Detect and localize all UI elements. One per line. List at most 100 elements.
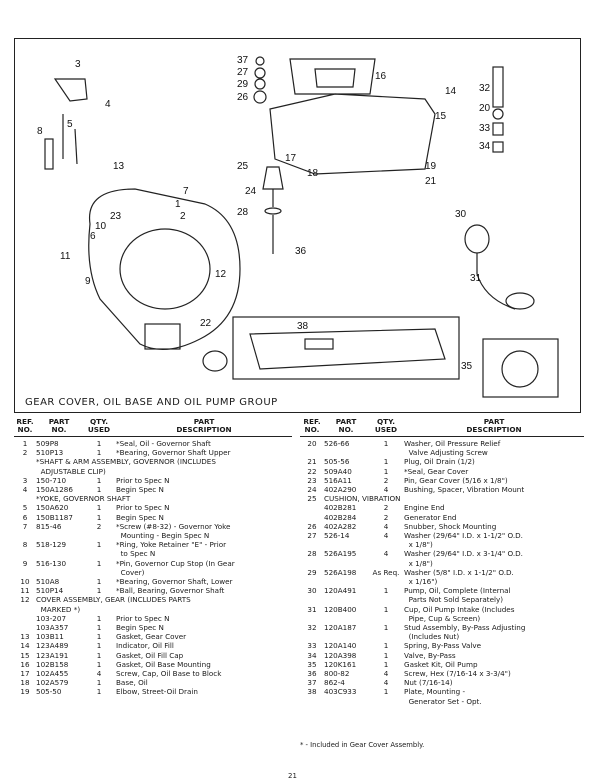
description-cell: Plug, Oil Drain (1/2) — [404, 457, 475, 467]
table-row: ADJUSTABLE CLIP) — [14, 467, 292, 476]
part-number-cell: 150-710 — [36, 475, 67, 485]
description-cell: *Seal, Gear Cover — [404, 466, 469, 476]
qty-cell: 1 — [96, 641, 102, 651]
ref-cell: 10 — [20, 577, 30, 587]
qty-cell: 4 — [383, 521, 389, 531]
description-cell: Screw, Hex (7/16-14 x 3-3/4") — [404, 669, 511, 679]
ref-cell: 27 — [307, 531, 317, 541]
callout-31: 31 — [470, 273, 482, 284]
description-cell: *Seal, Oil - Governor Shaft — [116, 439, 211, 448]
callout-30: 30 — [455, 209, 467, 220]
qty-cell: 4 — [383, 531, 389, 541]
description-cell: Base, Oil — [116, 678, 148, 688]
qty-cell: 1 — [96, 439, 102, 448]
callout-29: 29 — [237, 79, 249, 90]
callout-17: 17 — [285, 153, 297, 164]
part-number-cell: 509P8 — [36, 439, 59, 448]
qty-cell: 1 — [96, 577, 102, 587]
part-number-cell: 505-56 — [324, 457, 350, 467]
table-row: *SHAFT & ARM ASSEMBLY, GOVERNOR (INCLUDE… — [14, 457, 292, 466]
part-number-cell: 123A489 — [36, 641, 69, 651]
parts-table-left: REF. NO. PART NO. QTY. USED PART DESCRIP… — [14, 418, 292, 697]
description-cell: Washer (29/64" I.D. x 1-1/2" O.D. — [404, 531, 523, 541]
description-cell: Gasket, Oil Fill Cap — [116, 650, 184, 660]
qty-cell — [368, 697, 404, 706]
description-cell: x 1/8") — [404, 540, 433, 550]
ref-cell — [300, 540, 324, 549]
description-cell: x 1/8") — [404, 558, 433, 568]
qty-cell — [82, 568, 116, 577]
qty-cell — [368, 614, 404, 623]
qty-cell: 1 — [383, 457, 389, 467]
part-number-cell: 102A579 — [36, 678, 69, 688]
governor-yoke-shape — [53, 78, 88, 102]
table-row: Parts Not Sold Separately) — [300, 595, 584, 604]
description-cell: Washer (29/64" I.D. x 3-1/4" O.D. — [404, 549, 523, 559]
qty-cell: 1 — [96, 512, 102, 522]
callout-35: 35 — [461, 361, 473, 372]
description-cell: *YOKE, GOVERNOR SHAFT — [36, 494, 131, 504]
callout-20: 20 — [479, 103, 491, 114]
ref-cell: 12 — [20, 595, 30, 605]
qty-cell: 1 — [383, 466, 389, 476]
ref-cell — [14, 605, 36, 614]
part-number-cell: 403C933 — [324, 687, 357, 697]
description-cell: Snubber, Shock Mounting — [404, 521, 497, 531]
description-cell: Plate, Mounting - — [404, 687, 466, 697]
part-number-cell: 150B1187 — [36, 512, 73, 522]
qty-cell: 1 — [96, 687, 102, 697]
callout-13: 13 — [113, 161, 125, 172]
ref-cell: 7 — [22, 521, 28, 531]
qty-cell: 1 — [96, 632, 102, 642]
part-number-cell — [324, 595, 368, 604]
description-cell: *Pin, Governor Cup Stop (In Gear — [116, 558, 235, 568]
ref-cell: 5 — [22, 503, 28, 513]
part-number-cell: 516-130 — [36, 558, 67, 568]
part-number-cell: 102A455 — [36, 669, 69, 679]
table-row: (Includes Nut) — [300, 632, 584, 641]
part-number-cell: 103B11 — [36, 632, 64, 642]
table-row: x 1/16") — [300, 577, 584, 586]
table-row: Pipe, Cup & Screen) — [300, 614, 584, 623]
ref-cell: 6 — [22, 512, 28, 522]
table-header: REF. NO. PART NO. QTY. USED PART DESCRIP… — [14, 418, 292, 437]
part-number-cell — [324, 632, 368, 641]
ref-cell: 29 — [307, 567, 317, 577]
ref-cell — [14, 494, 36, 503]
ref-cell: 8 — [22, 540, 28, 550]
part-number-cell: 526A195 — [324, 549, 357, 559]
part-number-cell: 800-82 — [324, 669, 350, 679]
part-number-cell: 815-46 — [36, 521, 62, 531]
exploded-parts-diagram: 3 4 5 8 13 7 1 2 23 10 6 11 9 12 22 37 2… — [14, 38, 581, 413]
qty-cell — [82, 531, 116, 540]
ref-cell — [300, 503, 324, 512]
part-number-cell: 516A11 — [324, 475, 352, 485]
description-cell: Generator Set - Opt. — [404, 696, 482, 706]
qty-cell: 1 — [96, 586, 102, 596]
description-cell: (Includes Nut) — [404, 632, 460, 642]
description-cell: Begin Spec N — [116, 623, 164, 633]
ref-cell: 4 — [22, 485, 28, 495]
part-number-cell: 120K161 — [324, 659, 357, 669]
description-cell: Generator End — [404, 512, 457, 522]
